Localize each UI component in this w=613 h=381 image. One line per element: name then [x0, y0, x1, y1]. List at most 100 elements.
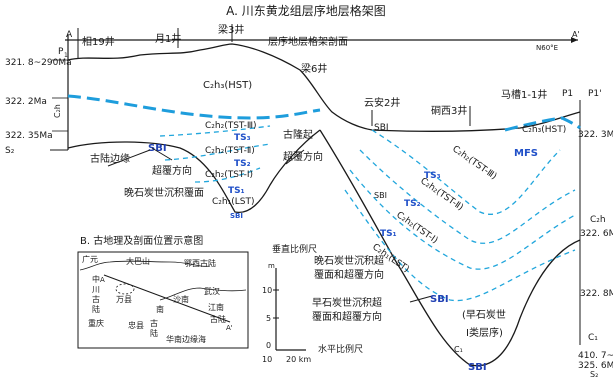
place-chuan: 川 [92, 285, 100, 294]
section-start-label: A [66, 30, 73, 40]
annotation-early-seq1: (早石炭世 [462, 309, 506, 321]
mfs-label: MFS [514, 148, 538, 159]
well-macao: 马槽1-1井 [501, 88, 547, 101]
annotation-early-overlap2: 覆面和超覆方向 [312, 310, 382, 323]
place-chongqing: 重庆 [88, 318, 104, 328]
place-lu: 陆 [92, 304, 100, 314]
place-huanan: 华南边缘海 [166, 334, 206, 344]
place-wuhan: 武汉 [204, 286, 220, 296]
left-p-sub: 1 [64, 52, 68, 59]
annotation-overlap-right: 超覆方向 [283, 150, 323, 163]
annotation-early-overlap1: 早石炭世沉积超 [312, 296, 382, 309]
inset-a-label: A [100, 276, 105, 284]
place-dabashan: 大巴山 [126, 256, 150, 266]
annotation-late-overlap1: 晚石炭世沉积超 [314, 254, 384, 267]
unit-tst3-left: C₂h₂(TST-Ⅲ) [205, 121, 257, 131]
vscale-5: 5 [266, 314, 271, 323]
place-zhong: 中 [92, 274, 100, 284]
inset-section-line [103, 274, 231, 323]
sb-left-small: SBⅠ [230, 212, 243, 220]
inset-island [115, 283, 135, 295]
place-wan: 万县 [116, 295, 132, 304]
well-yunan2: 云安2井 [364, 96, 400, 109]
hscale-10: 10 [262, 355, 272, 364]
unit-hst-right: C₂h₃(HST) [522, 125, 566, 135]
well-liang6: 梁6井 [301, 62, 327, 75]
left-c2h-label: C₂h [53, 104, 62, 118]
ts1-left-label: TS₁ [228, 186, 245, 196]
right-basin-base [319, 129, 581, 367]
ts1-right-label: TS₁ [380, 229, 397, 239]
unit-tst1-left: C₂h₂(TST-Ⅰ) [205, 170, 253, 180]
section-b-title: B. 古地理及剖面位置示意图 [80, 234, 203, 247]
place-gu2: 古 [150, 318, 158, 328]
lst-right-line [344, 189, 576, 302]
ts3-left-line [159, 125, 271, 137]
unit-tst2-left: C₂h₂(TST-Ⅱ) [205, 146, 255, 156]
sb-bottom-label: SBⅠ [468, 362, 487, 373]
unit-hst-left: C₂h₃(HST) [203, 80, 252, 91]
overlap-right-arrow [285, 149, 305, 165]
annotation-early-seq2: Ⅰ类层序) [466, 326, 503, 339]
vscale-10: 10 [262, 286, 272, 295]
top-surface-line [67, 43, 581, 132]
unit-tst1-right: C₂h₂(TST-Ⅰ) [394, 210, 439, 246]
hst-surface-right [504, 116, 581, 132]
inset-coastlines [79, 260, 247, 301]
ts2-left-label: TS₂ [234, 159, 251, 169]
vertical-scale-title: 垂直比例尺 [272, 243, 317, 255]
inset-map-frame [77, 251, 249, 349]
horizontal-scale-title: 水平比例尺 [318, 343, 363, 355]
overlap-left-arrow [151, 147, 173, 161]
left-s2-label: S₂ [5, 146, 15, 156]
place-exi: 鄂西古陆 [184, 258, 216, 268]
right-c1-label: C₁ [588, 333, 598, 343]
unit-lst-left: C₂h₁(LST) [212, 197, 254, 207]
sb-mid-label: SBⅠ [374, 191, 387, 200]
c1-bottom-label: C₁ [454, 345, 463, 354]
ts2-right-line [359, 149, 576, 244]
place-guang: 广元 [82, 254, 98, 264]
well-liang3: 梁3井 [218, 23, 244, 36]
right-s2-label: S₂ [590, 370, 598, 379]
well-yaoxi3: 硐西3井 [431, 104, 467, 117]
annotation-ancient-margin: 古陆边缘 [90, 152, 130, 165]
margin-arrow-line [107, 149, 151, 167]
left-p-label: P [58, 47, 64, 57]
hscale-20: 20 km [286, 355, 311, 364]
place-shuigou: 沙南 [173, 294, 189, 304]
ts2-left-line [164, 143, 271, 161]
vscale-unit: m [268, 262, 275, 270]
left-age-low: 322. 35Ma [5, 131, 53, 141]
unit-tst3-right: C₂h₂(TST-Ⅲ) [450, 144, 498, 182]
ts3-right-label: TS₃ [424, 171, 441, 181]
left-age-top: 321. 8~290Ma [5, 58, 72, 68]
annotation-late-overlap2: 覆面和超覆方向 [314, 268, 384, 281]
ts1-left-line [194, 167, 261, 183]
ts2-right-label: TS₂ [404, 199, 421, 209]
early-overlap-arrow [409, 295, 433, 303]
right-p1p-label: P1' [588, 89, 602, 99]
sb-top-label: SBⅠ [374, 123, 389, 133]
place-gulu: 古陆 [210, 314, 226, 324]
left-basin-base [67, 129, 321, 213]
unit-tst2-right: C₂h₂(TST-Ⅱ) [418, 176, 465, 213]
right-age-mid: 322. 6Ma [580, 229, 613, 239]
vscale-0: 0 [266, 341, 271, 350]
section-subtitle: 层序地层格架剖面 [268, 35, 348, 48]
right-p1-label: P1 [562, 89, 573, 99]
place-lu2: 陆 [150, 328, 158, 338]
well-yue1: 月1井 [155, 32, 181, 45]
annotation-late-cover: 晚石炭世沉积覆面 [124, 186, 204, 199]
inset-ap-label: A' [226, 324, 233, 332]
right-c2h-label: C₂h [590, 215, 606, 225]
section-end-label: A' [572, 30, 580, 39]
place-jiang: 江南 [208, 302, 224, 312]
sb-right-label: SBⅠ [430, 294, 449, 305]
bearing-label: N60°E [536, 44, 558, 52]
ts3-right-line [371, 129, 561, 215]
ts1-right-line [349, 169, 576, 270]
section-arrow-icon [571, 37, 578, 43]
sb-left-label: SBⅠ [148, 143, 167, 154]
